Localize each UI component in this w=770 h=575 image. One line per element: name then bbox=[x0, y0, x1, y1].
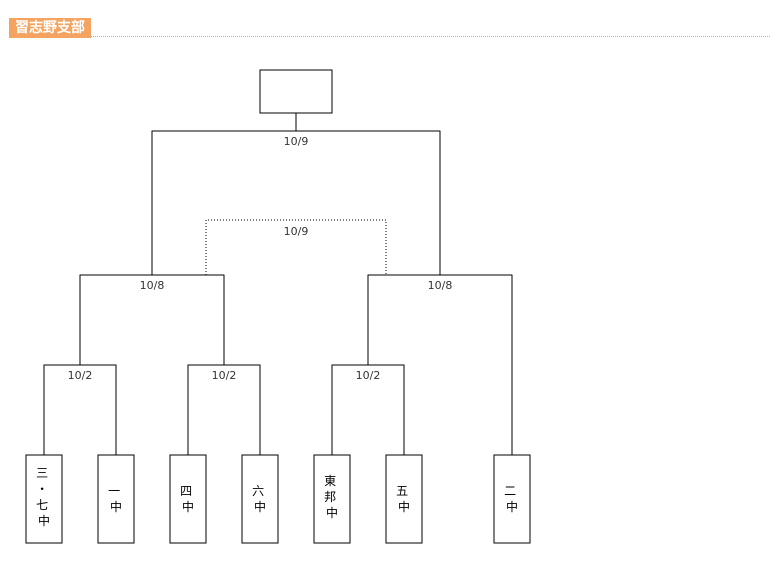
team-box-4 bbox=[241, 454, 279, 544]
date-semi-left: 10/8 bbox=[140, 279, 165, 292]
date-r1-a: 10/2 bbox=[68, 369, 93, 382]
date-third-place: 10/9 bbox=[284, 225, 309, 238]
semi-left-bracket bbox=[79, 274, 225, 365]
team-name-2: 一 中 bbox=[108, 484, 124, 514]
team-box-6 bbox=[385, 454, 423, 544]
team-box-3 bbox=[169, 454, 207, 544]
section-header: 習志野支部 bbox=[0, 0, 770, 40]
team-box-5 bbox=[313, 454, 351, 544]
team-box-2 bbox=[97, 454, 135, 544]
r1-bracket-c bbox=[331, 364, 405, 455]
date-r1-b: 10/2 bbox=[212, 369, 237, 382]
winner-box bbox=[259, 69, 333, 114]
team-name-3: 四 中 bbox=[180, 484, 196, 514]
team-name-6: 五 中 bbox=[396, 484, 412, 514]
team-name-1: 三 ・ 七 中 bbox=[36, 466, 52, 528]
date-r1-c: 10/2 bbox=[356, 369, 381, 382]
team-name-5: 東 邦 中 bbox=[324, 474, 340, 520]
date-final: 10/9 bbox=[284, 135, 309, 148]
r1-bracket-b bbox=[187, 364, 261, 455]
header-divider bbox=[90, 36, 770, 37]
section-title: 習志野支部 bbox=[9, 18, 91, 38]
team-box-7 bbox=[493, 454, 531, 544]
team-name-4: 六 中 bbox=[252, 484, 268, 514]
r1-bracket-a bbox=[43, 364, 117, 455]
team-name-7: 二 中 bbox=[504, 484, 520, 514]
final-bracket bbox=[151, 130, 441, 275]
date-semi-right: 10/8 bbox=[428, 279, 453, 292]
team-box-1 bbox=[25, 454, 63, 544]
semi-right-bracket bbox=[367, 274, 513, 455]
third-place-bracket bbox=[205, 219, 387, 275]
